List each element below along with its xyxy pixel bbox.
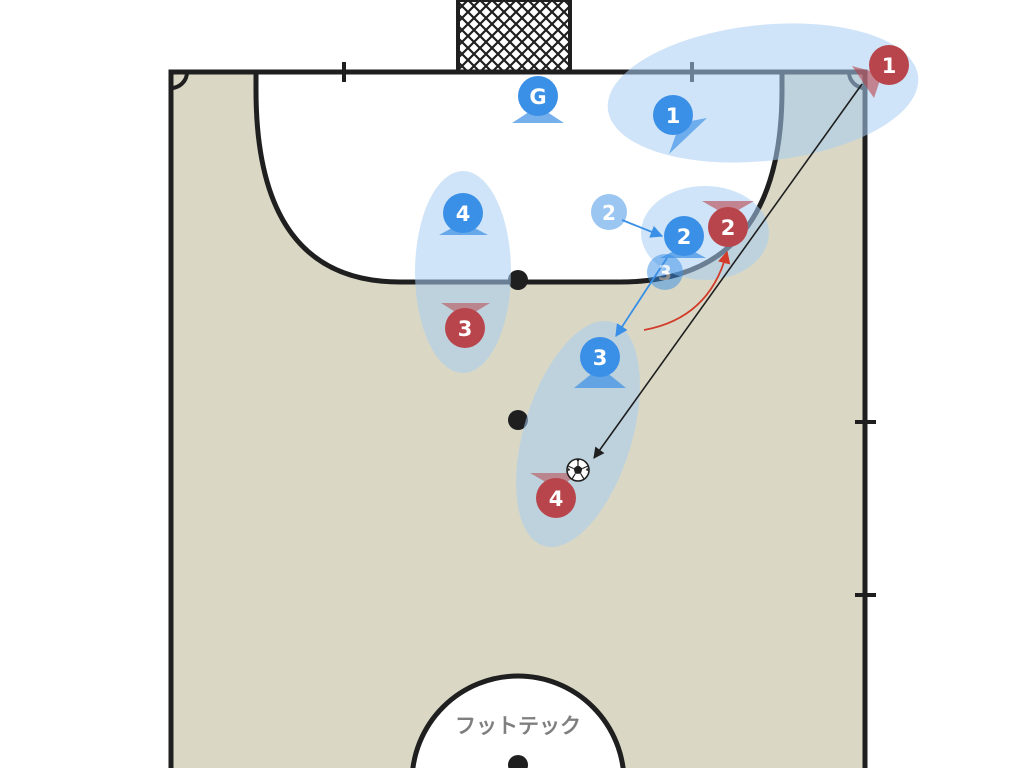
zone-left-mid <box>415 171 511 373</box>
corner-arc-left <box>170 71 189 90</box>
center-spot <box>508 755 528 768</box>
player-label: 4 <box>456 202 471 226</box>
player-blue-3-previous[interactable]: 3 <box>647 254 683 290</box>
player-label: 2 <box>721 216 736 240</box>
player-blue-1[interactable]: 1 <box>653 95 707 154</box>
player-label: G <box>529 85 546 109</box>
player-label: 3 <box>593 346 608 370</box>
player-label: 3 <box>658 261 672 285</box>
player-label: 2 <box>602 201 616 225</box>
player-label: 2 <box>677 225 692 249</box>
player-blue-4[interactable]: 4 <box>439 193 488 235</box>
player-blue-goalkeeper[interactable]: G <box>512 76 564 123</box>
goal-net <box>456 0 572 74</box>
player-label: 4 <box>549 487 564 511</box>
player-red-1[interactable]: 1 <box>852 45 909 98</box>
pass-line-black <box>593 83 863 459</box>
center-circle <box>410 673 626 768</box>
penalty-spot <box>508 270 528 290</box>
player-red-3[interactable]: 3 <box>441 303 490 348</box>
move-line-blue-2 <box>621 219 664 238</box>
player-label: 1 <box>666 104 681 128</box>
run-line-red-2 <box>643 250 731 331</box>
player-label: 1 <box>882 54 897 78</box>
player-blue-2-previous[interactable]: 2 <box>591 194 627 230</box>
player-label: 3 <box>458 317 473 341</box>
second-penalty-spot <box>508 410 528 430</box>
player-blue-3[interactable]: 3 <box>574 337 626 388</box>
brand-label: フットテック <box>455 714 581 738</box>
player-red-2[interactable]: 2 <box>702 201 754 247</box>
player-blue-2[interactable]: 2 <box>660 216 706 258</box>
soccer-ball-icon[interactable] <box>566 458 590 482</box>
